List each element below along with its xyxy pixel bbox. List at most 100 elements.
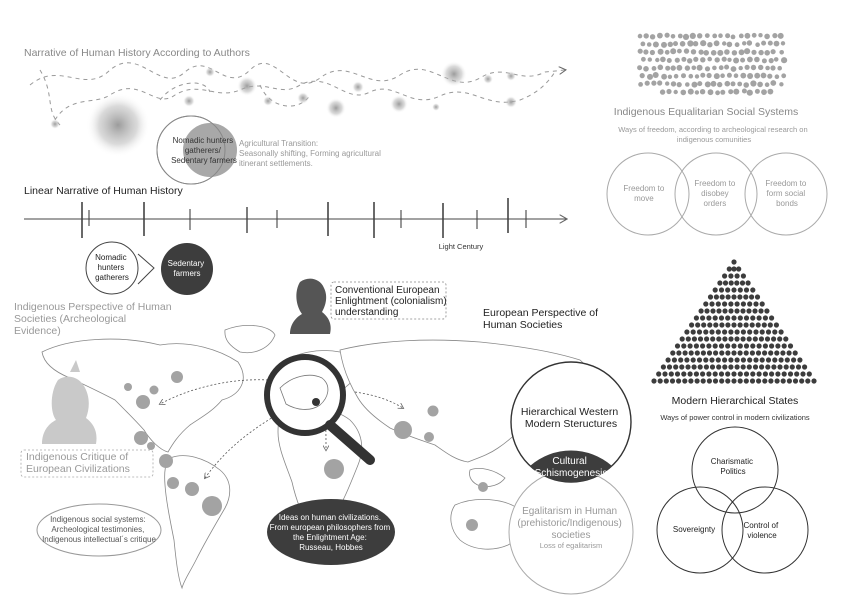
cloud-dot	[760, 72, 767, 79]
pyramid-dot	[781, 371, 787, 377]
cloud-dot	[673, 89, 678, 95]
cloud-dot	[754, 56, 760, 63]
cloud-dot	[757, 81, 763, 88]
pyramid-dot	[693, 371, 700, 377]
agri-line-3: itinerant settlements.	[239, 159, 313, 168]
pyramid-dot	[778, 329, 784, 335]
pyramid-dot	[715, 301, 721, 307]
pyramid-dot	[781, 343, 787, 349]
pyramid-dot	[800, 371, 806, 377]
pyramid-dot	[762, 350, 768, 356]
pyramid-dot	[737, 378, 743, 384]
nomadic-line-2: hunters	[98, 263, 125, 272]
agri-line-2: Seasonally shifting, Forming agricultura…	[239, 149, 381, 158]
pyramid-dot	[725, 371, 731, 377]
pyramid-dot	[772, 357, 778, 363]
cloud-dot	[747, 73, 754, 79]
pyramid-dot	[731, 287, 737, 293]
cloud-dot	[700, 57, 706, 63]
cloud-dot	[670, 48, 677, 55]
pyramid-dot	[811, 378, 817, 384]
cloud-dot	[765, 65, 770, 71]
pyramid-dot	[731, 378, 737, 384]
cloud-dot	[726, 72, 732, 78]
hierarchical-line-1: Hierarchical Western	[521, 406, 618, 418]
cloud-dot	[761, 89, 767, 95]
pyramid-dot	[685, 364, 691, 370]
pyramid-dot	[747, 357, 753, 363]
south-america	[164, 455, 231, 590]
critique-box	[20, 449, 154, 478]
egalitarian-title: Indigenous Equalitarian Social Systems	[614, 106, 798, 118]
cloud-dot	[733, 73, 739, 78]
overlap-line-3: Sedentary farmers	[171, 156, 237, 165]
pyramid-dot	[731, 343, 737, 349]
cloud-dot	[652, 41, 659, 48]
pyramid-dot	[706, 371, 712, 377]
pyramid-dot	[740, 329, 747, 335]
freedom-bonds-2: form social	[767, 189, 806, 198]
pyramid-dot	[768, 378, 774, 384]
critique-label: Indigenous Critique of European Civiliza…	[26, 451, 131, 475]
cloud-dot	[677, 48, 682, 54]
pyramid-dot	[722, 308, 728, 314]
pyramid-dot	[749, 294, 755, 300]
pyramid-dot	[706, 378, 713, 384]
cloud-dot	[758, 33, 763, 38]
indigenous-title-1: Indigenous Perspective of Human	[14, 301, 172, 313]
pyramid-dot	[764, 308, 770, 314]
pyramid-dot	[651, 378, 657, 384]
power-venn	[656, 426, 809, 574]
pyramid-dot	[722, 301, 728, 307]
svg-text:Cultural Schismogenesis: Cultural Schismogenesis	[535, 456, 608, 479]
pyramid-dot	[725, 378, 731, 384]
pyramid-dot	[791, 357, 797, 363]
pyramid-dot	[739, 280, 746, 286]
cloud-dot	[639, 73, 645, 79]
cloud-dot	[647, 57, 652, 62]
pyramid-dot	[762, 315, 769, 321]
pyramid-dot	[682, 350, 688, 356]
pyramid-dot	[750, 343, 756, 349]
pyramid-dot	[728, 273, 734, 279]
freedom-move-1: Freedom to	[623, 184, 664, 193]
critique-line-1: Indigenous Critique of	[26, 451, 128, 463]
pyramid-dot	[734, 357, 740, 363]
cloud-dot	[698, 49, 704, 55]
pyramid-dot	[679, 336, 685, 342]
pyramid-dot	[754, 294, 761, 300]
cloud-dot	[667, 41, 673, 47]
cloud-dot	[712, 33, 718, 39]
pyramid-dot	[695, 322, 701, 328]
cloud-dot	[687, 58, 693, 64]
pyramid-dot	[696, 357, 703, 363]
cloud-dot	[640, 41, 646, 47]
pyramid-dot	[665, 357, 671, 363]
egalitarian-line-3: societies	[552, 530, 591, 541]
pyramid-dot	[759, 364, 765, 370]
cloud-dot	[731, 50, 738, 56]
pyramid-dot	[743, 378, 749, 384]
pyramid-dot	[794, 371, 800, 377]
nomadic-line-3: gatherers	[95, 273, 129, 282]
cloud-dot	[773, 40, 780, 47]
pyramid-dot	[719, 322, 725, 328]
cloud-dot	[673, 73, 679, 79]
cloud-dot	[696, 64, 703, 71]
cloud-dot	[730, 81, 736, 87]
svg-text:Hierarchical Western Mod: Hierarchical Western Modern Steructures	[521, 406, 621, 430]
cloud-dot	[687, 88, 694, 95]
pyramid-dot	[780, 378, 786, 384]
cloud-dot	[712, 65, 717, 71]
control-line-1: Control of	[744, 521, 779, 530]
nomadic-line-1: Nomadic	[95, 253, 127, 262]
european-portrait-icon	[290, 278, 331, 334]
cloud-dot	[770, 80, 777, 86]
cloud-dot	[733, 57, 740, 64]
cloud-dot	[674, 57, 680, 63]
pyramid-dot	[775, 343, 781, 349]
pyramid-dot	[806, 371, 812, 377]
cloud-dot	[746, 40, 753, 46]
cloud-dot	[724, 49, 730, 55]
center-venn: Hierarchical Western Modern Steructures …	[508, 361, 634, 595]
